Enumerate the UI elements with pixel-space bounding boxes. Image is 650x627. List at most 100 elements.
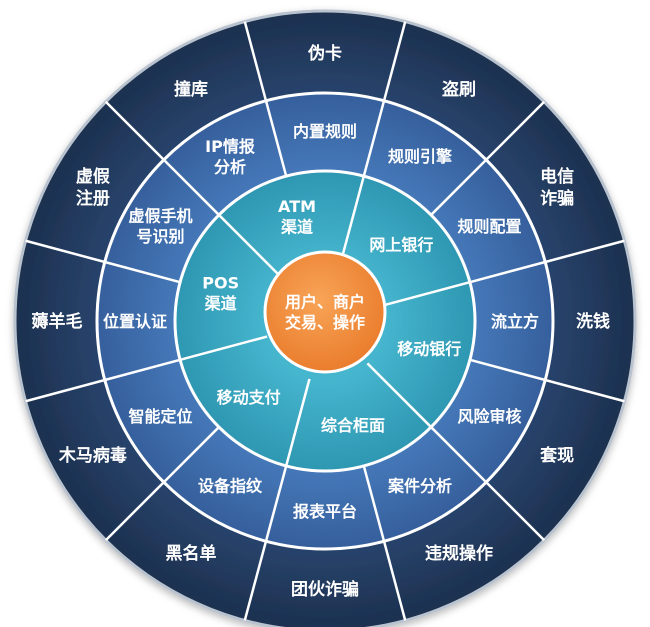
outer-ring-segment-label-line: 盗刷 xyxy=(442,79,476,100)
middle-ring-divider xyxy=(430,426,488,484)
outer-ring-divider xyxy=(382,21,407,102)
middle-ring-divider xyxy=(264,100,288,177)
middle-ring-segment-label: 智能定位 xyxy=(128,407,192,426)
outer-ring-segment-label: 虚假注册 xyxy=(76,166,110,209)
middle-ring-segment-label-line: 设备指纹 xyxy=(198,476,263,495)
middle-ring-divider xyxy=(162,426,220,484)
middle-ring-segment-label-line: 规则配置 xyxy=(458,217,522,236)
middle-ring-segment-label-line: 号识别 xyxy=(136,227,184,246)
middle-ring-dividers xyxy=(104,100,546,542)
outer-ring-divider xyxy=(544,239,625,264)
inner-ring-divider xyxy=(284,378,311,467)
outer-ring-divider xyxy=(485,100,546,161)
middle-ring-segment-label: 内置规则 xyxy=(293,122,357,141)
outer-ring-segment-label-line: 黑名单 xyxy=(166,543,217,564)
outer-ring-dividers xyxy=(25,21,625,621)
outer-ring-segment-label: 黑名单 xyxy=(166,543,217,564)
outer-ring-segment-label: 薅羊毛 xyxy=(32,311,83,332)
outer-ring-segment-label: 盗刷 xyxy=(442,79,476,100)
middle-ring-divider xyxy=(430,158,488,216)
inner-ring-segment-label: 网上银行 xyxy=(369,235,433,254)
inner-ring-dividers xyxy=(179,175,471,467)
outer-ring-segment-label-line: 洗钱 xyxy=(576,311,610,332)
middle-ring-divider xyxy=(362,100,386,177)
middle-ring-segment-label-line: IP情报 xyxy=(205,137,255,156)
middle-ring-segment-label-line: 案件分析 xyxy=(387,476,452,495)
outer-ring-segment-label-line: 套现 xyxy=(539,445,574,466)
outer-ring-segment-label-line: 木马病毒 xyxy=(58,445,127,466)
middle-ring-segment-label-line: 内置规则 xyxy=(293,122,357,141)
middle-ring-segment-label-line: 分析 xyxy=(214,157,246,176)
middle-ring-divider xyxy=(104,260,181,284)
middle-ring-segment-label: 报表平台 xyxy=(293,502,357,521)
inner-ring-divider xyxy=(366,362,432,428)
outer-ring-divider xyxy=(243,21,268,102)
outer-ring-segment-label: 伪卡 xyxy=(307,43,342,64)
outer-ring-divider xyxy=(544,378,625,403)
outer-ring-segment-label: 电信诈骗 xyxy=(540,166,574,209)
outer-ring-divider xyxy=(104,481,165,542)
inner-ring-segment-label-line: 网上银行 xyxy=(369,235,433,254)
inner-ring-segment-label: 移动支付 xyxy=(217,388,281,407)
middle-ring-segment-label: 虚假手机号识别 xyxy=(128,207,192,246)
middle-ring-divider xyxy=(362,465,386,542)
outer-ring-segment-label-line: 伪卡 xyxy=(307,43,342,64)
middle-ring-segment-label-line: 风险审核 xyxy=(458,407,522,426)
center-label: 用户、商户交易、操作 xyxy=(285,293,365,332)
middle-ring-divider xyxy=(162,158,220,216)
outer-ring-segment-label-line: 诈骗 xyxy=(540,188,574,209)
outer-ring-divider xyxy=(485,481,546,542)
inner-ring-segment-label-line: 移动支付 xyxy=(217,388,281,407)
middle-ring-divider xyxy=(469,260,546,284)
middle-ring-segment-label: 位置认证 xyxy=(103,312,167,331)
middle-ring-segment-label-line: 报表平台 xyxy=(293,502,357,521)
middle-ring-segment-label: 规则引擎 xyxy=(388,147,453,166)
outer-ring-segment-label: 违规操作 xyxy=(425,543,493,564)
outer-ring-divider xyxy=(243,540,268,621)
middle-ring-segment-label: 风险审核 xyxy=(458,407,522,426)
inner-ring-segment-label: 综合柜面 xyxy=(321,416,385,435)
outer-ring-segment-label: 木马病毒 xyxy=(58,445,127,466)
inner-ring-segment-label-line: 移动银行 xyxy=(397,340,461,359)
outer-ring-segment-label: 团伙诈骗 xyxy=(291,579,359,600)
middle-ring-segment-label-line: 智能定位 xyxy=(128,407,192,426)
middle-ring-divider xyxy=(469,358,546,382)
outer-ring-divider xyxy=(25,378,106,403)
inner-ring-segment-label: 移动银行 xyxy=(397,340,461,359)
outer-ring-segment-label: 撞库 xyxy=(174,79,208,100)
inner-ring-segment-label-line: ATM xyxy=(278,197,316,216)
outer-ring-segment-label-line: 薅羊毛 xyxy=(32,311,83,332)
outer-ring-segment-label-line: 虚假 xyxy=(76,166,110,187)
inner-ring-segment-label-line: 渠道 xyxy=(205,294,237,313)
outer-ring-segment-label: 洗钱 xyxy=(576,311,610,332)
center-circle xyxy=(263,250,387,374)
inner-ring-segment-label-line: 综合柜面 xyxy=(321,416,385,435)
inner-ring-divider xyxy=(339,175,366,264)
middle-ring-segment-label-line: 虚假手机 xyxy=(128,207,192,226)
outer-ring-segment-label-line: 电信 xyxy=(540,166,574,187)
outer-ring-segment-label-line: 撞库 xyxy=(174,79,208,100)
middle-ring-segment-label-line: 规则引擎 xyxy=(388,147,453,166)
middle-ring-segment-label: IP情报分析 xyxy=(205,137,255,176)
inner-ring-segment-label-line: 渠道 xyxy=(281,218,313,237)
outer-ring-segment-label-line: 注册 xyxy=(76,188,110,209)
middle-ring-segment-label: 规则配置 xyxy=(458,217,522,236)
middle-ring-segment-label-line: 位置认证 xyxy=(103,312,167,331)
inner-ring-segment-label: ATM 渠道 xyxy=(278,197,316,236)
center-text-line: 交易、操作 xyxy=(285,313,365,332)
outer-ring-divider xyxy=(25,239,106,264)
middle-ring-divider xyxy=(104,358,181,382)
center-text-line: 用户、商户 xyxy=(285,293,365,312)
middle-ring-segment-label: 设备指纹 xyxy=(198,476,263,495)
outer-ring-segment-label: 套现 xyxy=(539,445,574,466)
outer-ring-segment-label-line: 团伙诈骗 xyxy=(291,579,359,600)
inner-ring-divider xyxy=(218,214,284,280)
inner-ring-segment-label-line: POS xyxy=(202,274,239,293)
middle-ring-segment-label: 流立方 xyxy=(491,312,539,331)
